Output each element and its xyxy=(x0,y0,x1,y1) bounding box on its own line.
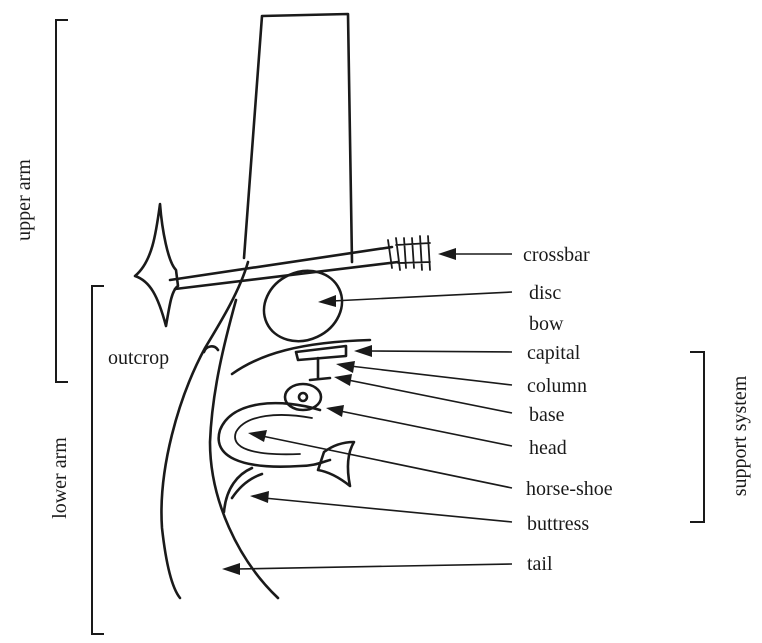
crossbar-spike xyxy=(135,204,178,326)
crossbar-end xyxy=(388,236,430,270)
label-capital: capital xyxy=(527,342,581,364)
horse-shoe-arrowhead xyxy=(248,430,267,442)
upper-arm-shaft xyxy=(244,14,352,262)
buttress-leader xyxy=(264,498,512,522)
label-lower-arm: lower arm xyxy=(49,437,71,519)
outcrop-shape xyxy=(204,346,218,352)
crossbar-shape xyxy=(170,247,398,289)
crossbar-arrowhead xyxy=(438,248,456,260)
column-shape xyxy=(310,358,330,380)
label-buttress: buttress xyxy=(527,513,589,535)
label-head: head xyxy=(529,437,567,459)
lower-arm-bracket xyxy=(92,286,104,634)
upper-arm-bracket xyxy=(56,20,68,382)
horse-shoe-leader xyxy=(262,436,512,488)
label-crossbar: crossbar xyxy=(523,244,590,266)
label-column: column xyxy=(527,375,587,397)
label-horse-shoe: horse-shoe xyxy=(526,478,613,500)
head-arrowhead xyxy=(326,405,344,417)
lower-arm-left-curve xyxy=(161,262,248,598)
label-disc: disc xyxy=(529,282,561,304)
disc-leader xyxy=(332,292,512,301)
base-arrowhead xyxy=(334,374,352,386)
label-upper-arm: upper arm xyxy=(13,159,35,241)
buttress-shape xyxy=(224,468,262,512)
label-base: base xyxy=(529,404,565,426)
base-leader xyxy=(348,380,512,413)
capital-shape xyxy=(296,346,346,360)
buttress-arrowhead xyxy=(250,491,269,503)
horse-shoe-inner xyxy=(235,415,312,454)
base-center xyxy=(299,393,307,401)
tail-arrowhead xyxy=(222,563,240,575)
disc-arrowhead xyxy=(318,295,336,307)
label-support-system: support system xyxy=(729,375,751,496)
capital-leader xyxy=(368,351,512,352)
capital-arrowhead xyxy=(354,345,372,357)
label-outcrop: outcrop xyxy=(108,347,169,369)
column-arrowhead xyxy=(336,361,355,373)
labels: crossbar disc bow capital column base he… xyxy=(13,159,751,575)
label-bow: bow xyxy=(529,313,564,335)
label-tail: tail xyxy=(527,553,553,575)
head-leader xyxy=(340,411,512,446)
tail-leader xyxy=(236,564,512,569)
support-system-bracket xyxy=(690,352,704,522)
brackets xyxy=(56,20,704,634)
column-leader xyxy=(350,366,512,385)
